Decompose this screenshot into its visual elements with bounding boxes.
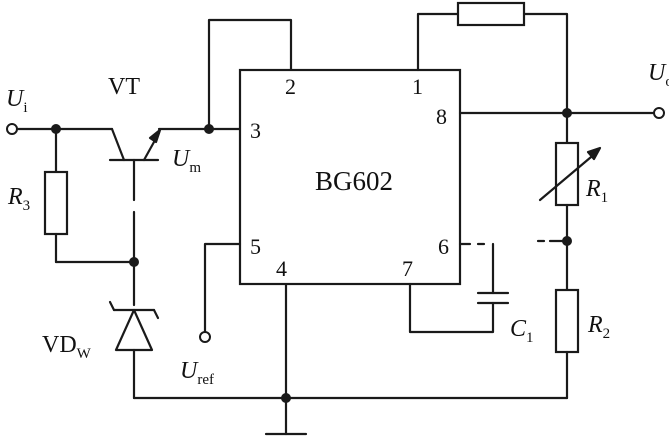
r1-r2-junction <box>562 236 572 246</box>
zener-triangle <box>114 308 154 352</box>
ic-bg602 <box>238 68 462 286</box>
pin1-wire <box>416 12 460 72</box>
pin3-label: 3 <box>250 118 261 143</box>
r1-variable-arrow-line <box>538 150 599 202</box>
pin7-wire <box>408 282 495 334</box>
r1-variable-arrowhead <box>586 146 602 161</box>
pin4-label: 4 <box>276 256 287 281</box>
zener-label: VDW <box>42 332 92 362</box>
input-label: Ui <box>6 86 28 116</box>
transistor-label: VT <box>108 74 140 100</box>
output-terminal <box>653 107 665 119</box>
zener-cathode-tail-right <box>152 308 160 320</box>
uref-label: Uref <box>180 358 214 388</box>
pin6-label: 6 <box>438 234 449 259</box>
um-label: Um <box>172 146 201 176</box>
resistor-r3 <box>43 170 69 236</box>
pin5-label: 5 <box>250 234 261 259</box>
r3-label: R3 <box>7 184 30 214</box>
top-resistor-right-wire <box>522 12 569 115</box>
c1-label: C1 <box>510 316 534 346</box>
pin5-wire <box>203 242 242 334</box>
resistor-r2 <box>554 288 580 354</box>
transistor-collector <box>110 127 126 162</box>
pin8-label: 8 <box>436 104 447 129</box>
pin7-label: 7 <box>402 256 413 281</box>
resistor-r1 <box>554 141 580 207</box>
pin2-label: 2 <box>285 74 296 99</box>
input-terminal <box>6 123 18 135</box>
output-label: Uo <box>648 60 669 90</box>
pin2-feedback-wire <box>207 18 293 131</box>
resistor-top <box>456 1 526 27</box>
pin1-label: 1 <box>412 74 423 99</box>
ic-name-label: BG602 <box>315 166 393 196</box>
uref-terminal <box>199 331 211 343</box>
zener-cathode-tail-left <box>108 300 116 312</box>
r2-label: R2 <box>587 312 610 342</box>
emitter-arrow <box>148 128 162 144</box>
r1-label: R1 <box>585 176 608 206</box>
